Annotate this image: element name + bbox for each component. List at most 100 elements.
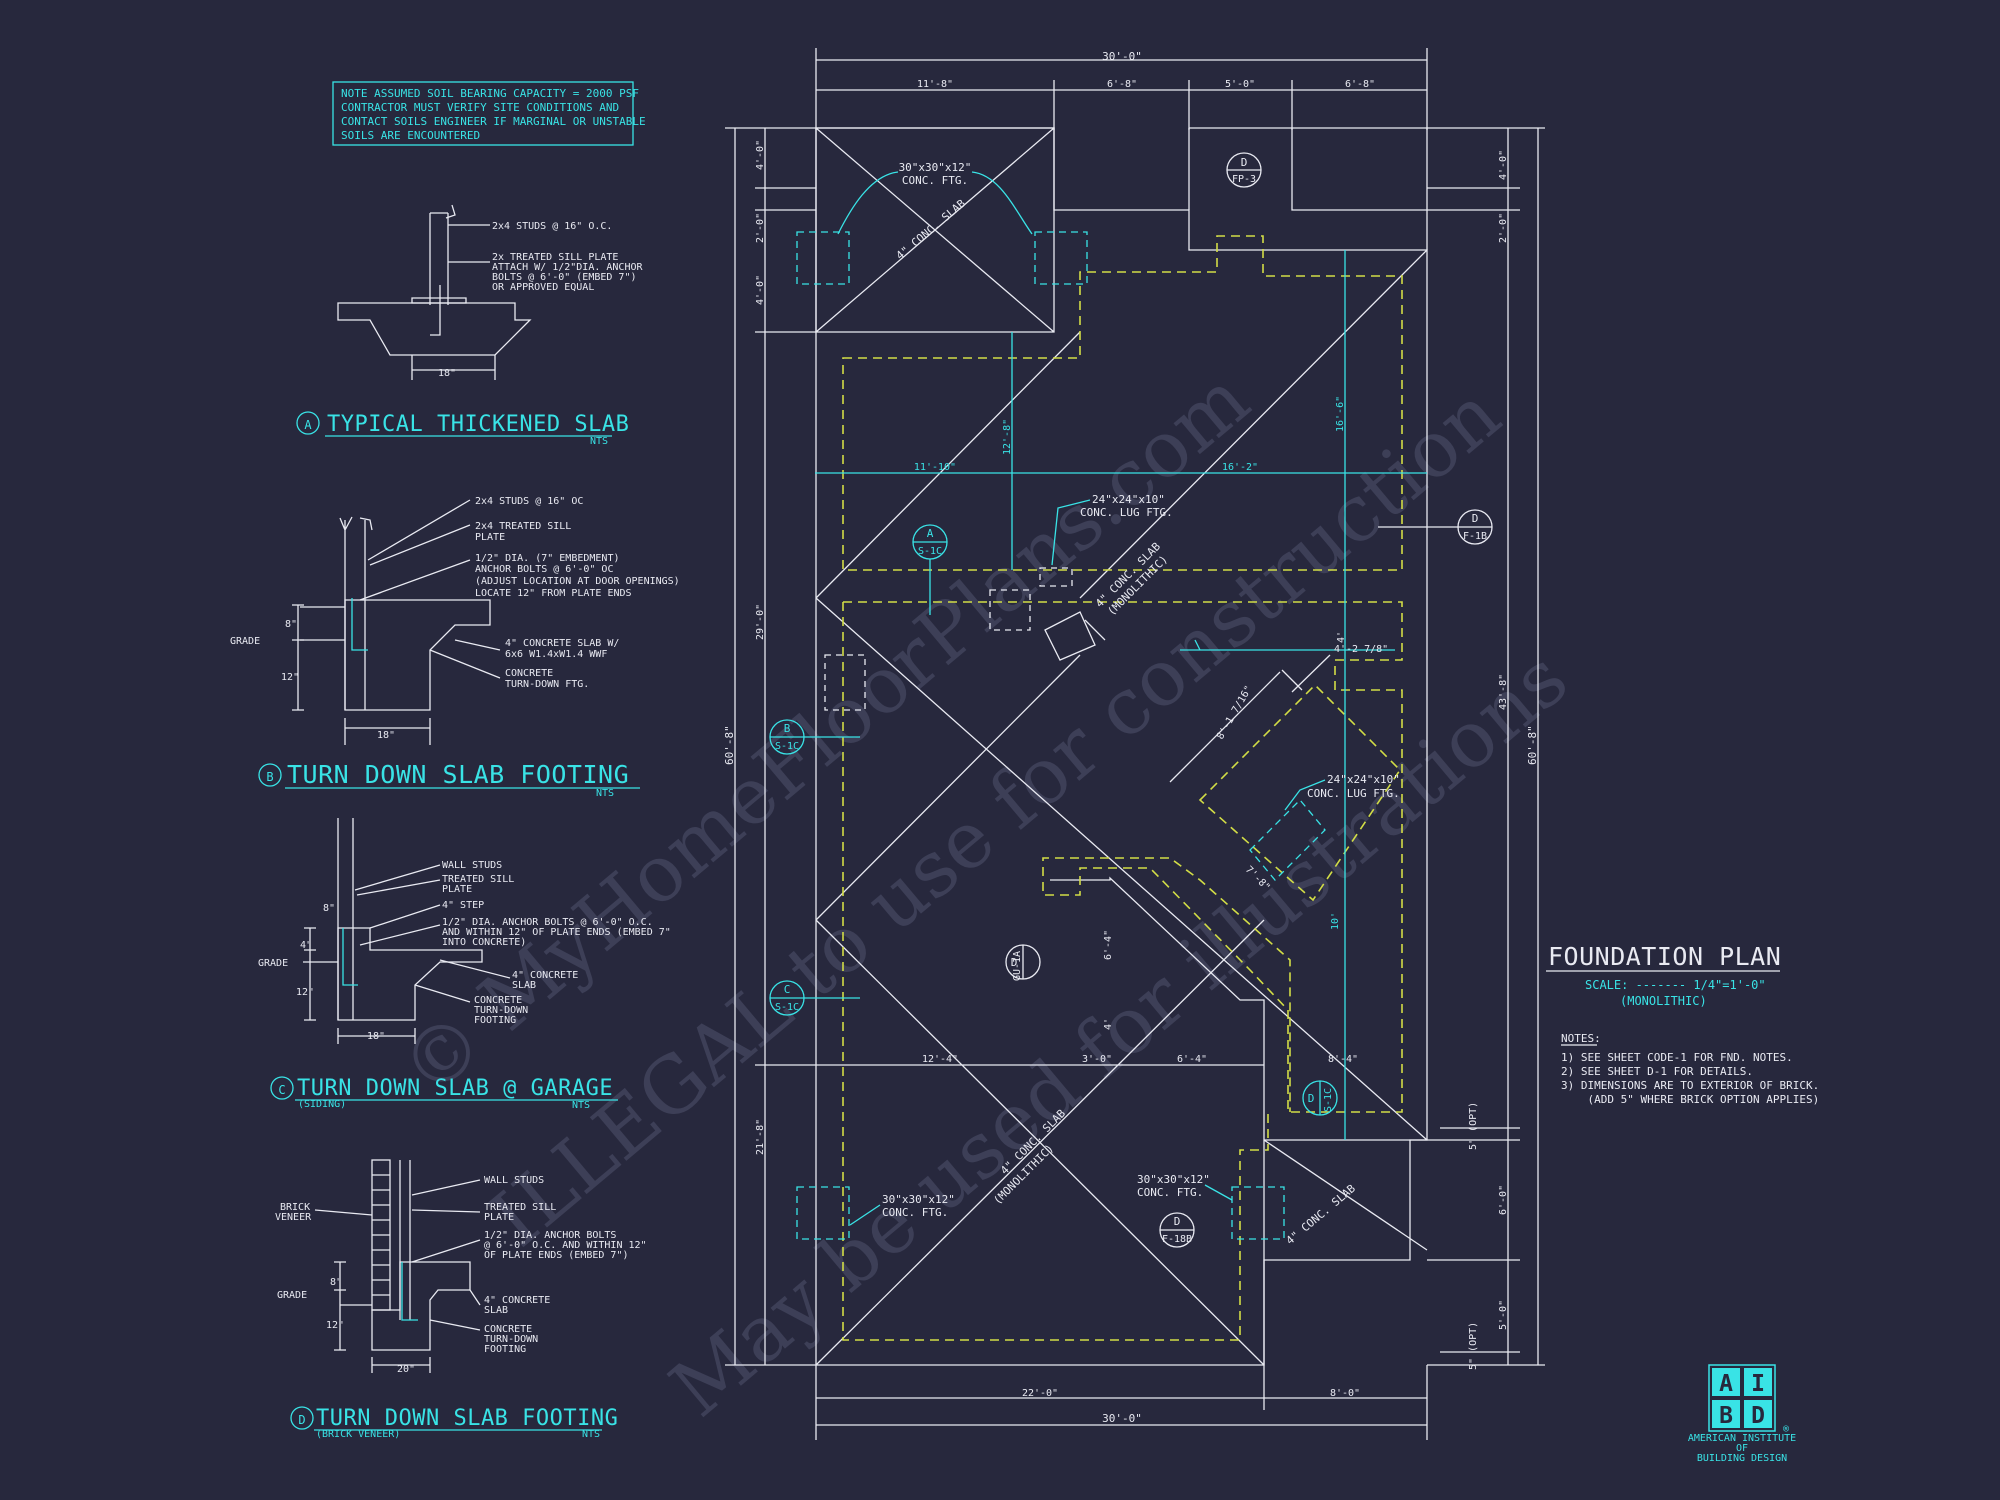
detail-c-dim-12: 12" (296, 987, 314, 998)
note-line-4: SOILS ARE ENCOUNTERED (341, 129, 480, 142)
tag-b-s1c[interactable]: B S-1C (769, 719, 860, 755)
detail-c-note-7: INTO CONCRETE) (442, 937, 526, 948)
callout-slab-4: 4" CONC. SLAB (1284, 1182, 1359, 1248)
tag-d-top: D (1308, 1092, 1315, 1105)
logo-letter-b: B (1719, 1403, 1733, 1429)
callout-ftg-1-line-2: CONC. FTG. (902, 174, 968, 187)
detail-b-note-2: 2x4 TREATED SILL (475, 521, 571, 532)
footing-pad-3 (796, 1186, 850, 1240)
detail-d-note-8: SLAB (484, 1305, 508, 1316)
detail-d-subtitle: (BRICK VENEER) (316, 1429, 400, 1440)
dim-inner-i: 10' (1330, 912, 1341, 930)
tag-d-bot: S-1C (1323, 1088, 1334, 1112)
tag-gu1a-bot: GU-1A (1012, 951, 1023, 981)
detail-d-note-5: @ 6'-0" O.C. AND WITHIN 12" (484, 1240, 647, 1251)
detail-a-letter: A (304, 418, 312, 432)
detail-d-brick-1: BRICK (280, 1202, 310, 1213)
tag-fp3[interactable]: D FP-3 (1226, 152, 1262, 188)
dim-left-3: 4'-0" (755, 275, 766, 305)
notes-line-3: 3) DIMENSIONS ARE TO EXTERIOR OF BRICK. (1561, 1079, 1819, 1092)
callout-slab-1: 4" CONC. SLAB (894, 197, 969, 263)
callout-ftg-3-line-2: CONC. FTG. (1137, 1186, 1203, 1199)
detail-b-letter: B (266, 770, 273, 784)
detail-b-dim-8: 8" (285, 619, 297, 630)
detail-b-note-9: 6x6 W1.4xW1.4 WWF (505, 649, 607, 660)
title-block: FOUNDATION PLAN SCALE: ------- 1/4"=1'-0… (1546, 942, 1819, 1106)
dim-inner-f: 4' (1336, 631, 1347, 643)
detail-d-scale: NTS (582, 1429, 600, 1440)
detail-c-letter: C (278, 1083, 285, 1097)
logo-line-2: OF (1736, 1443, 1748, 1454)
callout-lug-2-line-2: CONC. LUG FTG. (1307, 787, 1400, 800)
detail-b-note-4: 1/2" DIA. (7" EMBEDMENT) (475, 553, 620, 564)
note-box-frame (332, 81, 634, 146)
watermark: © MyHomeFloorPlans.com ILLEGAL to use fo… (384, 354, 1584, 1434)
dim-inner-n: 6'-4" (1177, 1054, 1207, 1065)
tag-fp3-top: D (1241, 156, 1248, 169)
tag-f18b[interactable]: D F-18B (1159, 1212, 1195, 1248)
dim-inner-d: 16'-6" (1335, 396, 1346, 432)
tag-d-s1c[interactable]: D S-1C (1302, 1080, 1338, 1116)
plan-type: (MONOLITHIC) (1620, 994, 1707, 1008)
logo-line-1: AMERICAN INSTITUTE (1688, 1433, 1796, 1444)
tag-a-s1c[interactable]: A S-1C (912, 524, 948, 615)
detail-a-scale: NTS (590, 436, 608, 447)
notes-line-2: 2) SEE SHEET D-1 FOR DETAILS. (1561, 1065, 1753, 1078)
plan-scale: SCALE: ------- 1/4"=1'-0" (1585, 978, 1766, 992)
dim-inner-a: 11'-10" (914, 462, 956, 473)
detail-b-dim-12: 12" (281, 672, 299, 683)
detail-b-width: 18" (377, 730, 395, 741)
callout-ftg-1-line-1: 30"x30"x12" (899, 161, 972, 174)
dim-top-3: 5'-0" (1225, 79, 1255, 90)
detail-b-scale: NTS (596, 788, 614, 799)
detail-c-note-12: FOOTING (474, 1015, 516, 1026)
detail-a-note-5: OR APPROVED EQUAL (492, 282, 594, 293)
detail-d-note-11: FOOTING (484, 1344, 526, 1355)
logo-letter-d: D (1751, 1403, 1765, 1429)
detail-d-marker (290, 1406, 314, 1430)
detail-d-note-1: WALL STUDS (484, 1175, 544, 1186)
lug-pad-2 (824, 654, 866, 711)
callout-lug-2-line-1: 24"x24"x10" (1327, 773, 1400, 786)
tag-gu1a[interactable]: GU-1A D (1005, 944, 1041, 981)
tag-c-bot: S-1C (775, 1002, 799, 1013)
detail-d-note-7: 4" CONCRETE (484, 1295, 550, 1306)
tag-b-top: B (784, 722, 791, 735)
soil-note-box: NOTE ASSUMED SOIL BEARING CAPACITY = 200… (332, 81, 646, 146)
detail-d-width: 20" (397, 1364, 415, 1375)
tag-c-s1c[interactable]: C S-1C (769, 980, 860, 1016)
aibd-logo: A I B D ® AMERICAN INSTITUTE OF BUILDING… (1688, 1364, 1796, 1464)
dim-inner-l: 12'-4" (922, 1054, 958, 1065)
detail-d-dim-8: 8" (330, 1277, 342, 1288)
lug-footing-outline (1198, 683, 1402, 902)
dim-inner-k: 4' (1103, 1018, 1114, 1030)
note-line-1: NOTE ASSUMED SOIL BEARING CAPACITY = 200… (341, 87, 639, 100)
detail-b-note-6: (ADJUST LOCATION AT DOOR OPENINGS) (475, 576, 680, 587)
dim-bottom-2: 8'-0" (1330, 1388, 1360, 1399)
detail-c-title: TURN DOWN SLAB @ GARAGE (297, 1076, 613, 1101)
slab-edge-upper (842, 235, 1403, 571)
callout-ftg-2-line-2: CONC. FTG. (882, 1206, 948, 1219)
detail-d: GRADE 8" 12" 20" BRICK VENEER WALL STUDS… (275, 1159, 647, 1440)
tag-f1b[interactable]: D F-1B (1378, 509, 1493, 545)
detail-c-subtitle: (SIDING) (298, 1099, 346, 1110)
dim-right-2: 2'-0" (1498, 213, 1509, 243)
note-line-2: CONTRACTOR MUST VERIFY SITE CONDITIONS A… (341, 101, 619, 114)
detail-d-letter: D (298, 1413, 305, 1427)
plan-title: FOUNDATION PLAN (1548, 942, 1781, 971)
detail-a-title: TYPICAL THICKENED SLAB (327, 412, 629, 437)
detail-b-marker (258, 763, 282, 787)
detail-c-note-5: 1/2" DIA. ANCHOR BOLTS @ 6'-0" O.C. (442, 917, 653, 928)
detail-c-note-8: 4" CONCRETE (512, 970, 578, 981)
tag-b-bot: S-1C (775, 741, 799, 752)
dim-inner-j: 6'-4" (1103, 930, 1114, 960)
dim-right-1: 4'-0" (1498, 150, 1509, 180)
detail-d-note-10: TURN-DOWN (484, 1334, 538, 1345)
tag-gu1a-top: D (1011, 956, 1018, 969)
detail-d-dim-12: 12" (326, 1320, 344, 1331)
logo-mark: ® (1783, 1424, 1790, 1435)
dim-top-4: 6'-8" (1345, 79, 1375, 90)
logo-line-3: BUILDING DESIGN (1697, 1453, 1787, 1464)
tag-f1b-top: D (1472, 512, 1479, 525)
